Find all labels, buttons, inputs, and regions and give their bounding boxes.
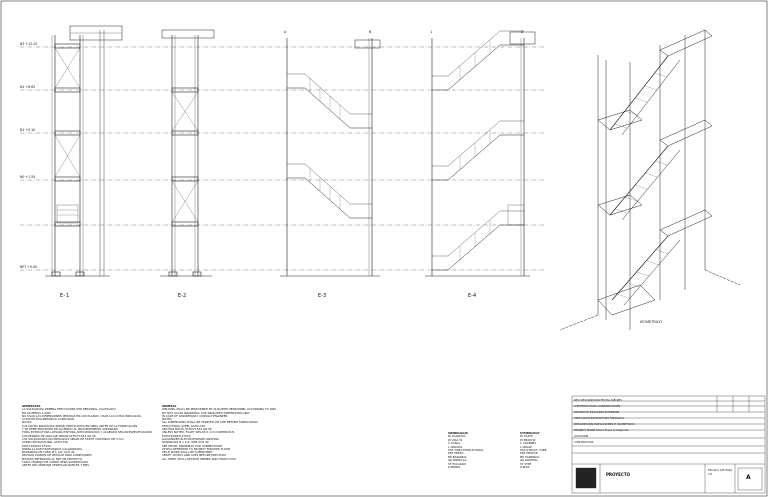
symbology-item: L ANGLE [520, 444, 532, 449]
symbology-item: BR BARANDA [448, 454, 467, 459]
notes-mid-line: ALL STEEL SHALL RECEIVE PRIMER AND FINIS… [162, 456, 237, 461]
notes-mid-line: ANCHOR BOLTS ASTM F1554 GR.36 [162, 427, 212, 432]
notes-mid-line: ELECTRODES E70XX [162, 433, 191, 438]
notes-mid-line: UNLESS NOTED, FILLET WELDS 5 mm CONTINUO… [162, 430, 235, 435]
notes-mid-line: ALL DIMENSIONS SHALL BE VERIFIED ON SITE… [162, 420, 258, 425]
axis-mark-b: B [369, 30, 372, 34]
elevation-e3 [280, 38, 381, 277]
symbology-item: W BEAM W [520, 437, 536, 442]
notes-left-line: TODO TRABAJO DE CAMPO SERÁ SUPERVISADO [22, 460, 89, 465]
notes-mid-line: HANDRAILS Ø 1 1/2" PIPE SCH 40 [162, 440, 209, 445]
notes-left-line: LOS DATOS INDICADOS SERÁN VERIFICADOS EN… [22, 423, 138, 428]
notes-left-line: SI EXISTE DISCREPANCIA CONSULTAR [22, 417, 75, 422]
notes-left-line: NIVELES REFERIDOS AL NPT DE PROYECTO [22, 456, 83, 461]
symbology-item: BR HANDRAIL [520, 454, 540, 459]
notes-mid-line: NOTES [162, 417, 172, 422]
symbology-heading: SIMBOLOGÍA [448, 431, 468, 435]
symbology-item: L ÁNGULO [448, 444, 463, 449]
notes-left-line: BARANDAS DE TUBO Ø 1 1/2" SCH 40 [22, 450, 75, 455]
notes-mid-line: IN CASE OF DISCREPANCY CONSULT ENGINEER [162, 413, 228, 418]
symbology-item: PL PLATE [520, 434, 533, 439]
symbology-item: P PERNO [448, 465, 461, 470]
title-row: DESCRIPCIÓN ELEVACIONES E ISOMÉTRICO [574, 422, 635, 426]
notes-left-line: LOS PERNOS DE ANCLAJE SERÁN ASTM F1554 G… [22, 433, 96, 438]
view-label-e4: E-4 [468, 293, 477, 299]
notes-left-line: ELECTRODOS E70XX [22, 443, 52, 448]
elevation-e1 [45, 25, 123, 277]
level-mark-4: N0 +1.55 [20, 175, 36, 179]
view-label-e1: E-1 [60, 293, 70, 299]
title-row: PROJECT NAME Stairs Fixed & Supports [574, 428, 629, 432]
view-label-e2: E-2 [178, 293, 187, 299]
symbology-item: ST ESCALÓN [448, 461, 466, 466]
notes-mid-heading: GENERAL [162, 404, 177, 408]
notes-left-line: REVISAR PLANOS DE DETALLE PARA CONEXIONE… [22, 453, 92, 458]
symbology-item: PTR PROFILE [520, 451, 538, 456]
notes-left-line: LA SOLDADURA DEBERÁ EFECTUARSE POR PERSO… [22, 407, 116, 412]
title-block-scale: ESCALA S/E HOJA 1/1 [708, 468, 733, 476]
title-block [571, 395, 766, 494]
notes-left-line: DE ACUERDO A AWS [22, 410, 51, 415]
level-mark-1: N3 +12.20 [20, 42, 38, 46]
level-mark-5: NPT +0.00 [20, 265, 38, 269]
notes-mid-line: VERIFY LEVELS AND AXES BEFORE ERECTION [162, 453, 226, 458]
symbology-1: SIMBOLOGÍA PL PLANCHA W VIGA W C CANAL L… [448, 431, 508, 470]
symbology-item: C CHANNEL [520, 441, 537, 446]
notes-left-line: TODA ESTRUCTURA LLEVARÁ PINTURA ANTICORR… [22, 430, 152, 435]
notes-left-line: ANTES DEL MONTAJE VERIFICAR NIVELES Y EJ… [22, 463, 90, 468]
notes-mid-line: LEVELS REFERRED TO PROJECT FINISHED FLOO… [162, 446, 231, 451]
axis-mark-2: 2 [521, 30, 524, 34]
title-row: 0 EMITIDO PARA CONSTRUCCIÓN [574, 404, 621, 408]
level-lines [20, 46, 545, 271]
elevation-e2 [160, 29, 215, 277]
sheet-code: PROYECTO [606, 472, 630, 477]
notes-left-line: LAS SOLDADURAS NO INDICADAS SERÁN DE FIL… [22, 436, 125, 441]
level-mark-3: N1 +5.10 [20, 128, 36, 132]
notes-mid-line: FIELD WORK SHALL BE SUPERVISED [162, 450, 213, 455]
notes-mid-line: GALVANIZED ELECTROFORGED GRATING [162, 436, 219, 441]
title-row: LOCATION [574, 434, 589, 438]
rev-code: A [746, 474, 751, 481]
axis-mark-a: A [284, 30, 287, 34]
notes-left-line: NO USAR LAS DIMENSIONES MEDIDAS EN LOS P… [22, 413, 142, 418]
notes-left: GENERALES LA SOLDADURA DEBERÁ EFECTUARSE… [22, 404, 157, 468]
elevation-e4 [425, 30, 536, 277]
symbology-item: W VIGA W [448, 437, 463, 442]
symbology-item: P BOLT [520, 465, 530, 470]
symbology-2: SYMBOLOGY PL PLATE W BEAM W C CHANNEL L … [520, 431, 570, 470]
notes-left-line: PARRILLA ELECTROFORJADA GALVANIZADA [22, 446, 83, 451]
isometric-view [559, 29, 741, 331]
symbology-item: PTR PERFIL [448, 451, 464, 456]
notes-mid-line: STRUCTURAL STEEL ASTM A36 [162, 423, 206, 428]
symbology-item: HSS TUBO ESTRUCTURAL [448, 448, 484, 453]
title-row: UBICACIÓN ESTRUCTURA METÁLICA [574, 416, 624, 420]
axis-mark-1: 1 [430, 30, 433, 34]
notes-mid: GENERAL WELDING SHALL BE PERFORMED BY QU… [162, 404, 297, 461]
level-mark-2: N2 +8.65 [20, 85, 36, 89]
symbology-heading: SYMBOLOGY [520, 431, 540, 435]
symbology-item: HSS STRUCT. TUBE [520, 448, 547, 453]
title-block-rows: REV DESCRIPCIÓN FECHA DIB REV 0 EMITIDO … [574, 397, 714, 445]
title-row: PROYECTO ESCALERA EXTERIOR [574, 410, 620, 414]
symbology-item: ST STEP [520, 461, 532, 466]
symbology-item: C CANAL [448, 441, 461, 446]
notes-left-line: NOTAS [22, 420, 32, 425]
iso-label: ISOMÉTRICO [640, 320, 663, 324]
view-label-e3: E-3 [318, 293, 327, 299]
symbology-item: PL PLANCHA [448, 434, 466, 439]
notes-left-heading: GENERALES [22, 404, 41, 408]
title-row: CONTRACTOR [574, 440, 594, 444]
title-row: REV DESCRIPCIÓN FECHA DIB REV [574, 398, 623, 402]
symbology-item: GR PARRILLA [448, 458, 467, 463]
notes-mid-line: WELDING SHALL BE PERFORMED BY QUALIFIED … [162, 407, 277, 412]
notes-left-line: ACERO ESTRUCTURAL ASTM A36 [22, 440, 68, 445]
notes-mid-line: SEE DETAIL DRAWINGS FOR CONNECTIONS [162, 443, 223, 448]
notes-mid-line: DO NOT SCALE DRAWINGS, USE INDICATED DIM… [162, 410, 250, 415]
symbology-item: GR GRATING [520, 458, 538, 463]
notes-left-line: Y SE DEBE PROCEDER DE ACUERDO AL PROCEDI… [22, 427, 119, 432]
company-logo [575, 467, 597, 489]
